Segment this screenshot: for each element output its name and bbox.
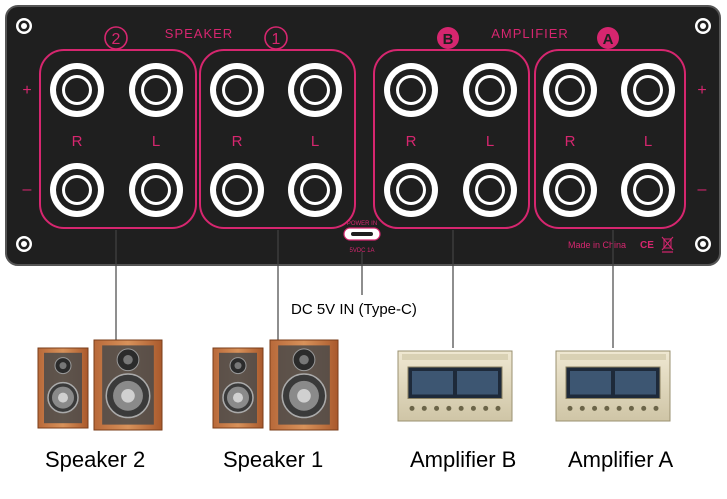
dc-input-label: DC 5V IN (Type-C) bbox=[291, 301, 417, 318]
speaker-2-left-negative-binding-post[interactable] bbox=[129, 163, 183, 217]
amplifier-b-right-positive-binding-post[interactable] bbox=[384, 63, 438, 117]
svg-text:B: B bbox=[443, 31, 454, 48]
amplifier-a-left-positive-binding-post[interactable] bbox=[621, 63, 675, 117]
speaker-1-left-cabinet bbox=[212, 347, 264, 429]
binding-posts bbox=[50, 63, 675, 217]
caption-amplifier-b: Amplifier B bbox=[410, 447, 517, 472]
group-outline-amplifier-b bbox=[373, 49, 530, 229]
minus-mark-left: – bbox=[23, 181, 32, 198]
caption-amplifier-a: Amplifier A bbox=[568, 447, 674, 472]
speaker-2-left-cabinet bbox=[37, 347, 89, 429]
plus-mark-left: + bbox=[22, 82, 31, 99]
group-outline-amplifier-a bbox=[534, 49, 686, 229]
caption-speaker-1: Speaker 1 bbox=[223, 447, 324, 472]
amplifier-b-unit bbox=[397, 350, 513, 422]
svg-text:2: 2 bbox=[112, 31, 121, 48]
speaker-1-left-positive-binding-post[interactable] bbox=[288, 63, 342, 117]
amplifier-title: AMPLIFIER bbox=[491, 26, 569, 41]
usb-c-port-slot bbox=[351, 232, 373, 236]
weee-bin-icon bbox=[661, 236, 674, 253]
left-channel-label: L bbox=[152, 133, 160, 150]
amplifier-b-right-negative-binding-post[interactable] bbox=[384, 163, 438, 217]
badge-b: B bbox=[437, 27, 459, 49]
power-in-label: POWER IN bbox=[347, 221, 377, 227]
amplifier-b-left-negative-binding-post[interactable] bbox=[463, 163, 517, 217]
left-channel-label: L bbox=[311, 133, 319, 150]
amplifier-a-left-negative-binding-post[interactable] bbox=[621, 163, 675, 217]
power-rating-label: 5VDC 1A bbox=[349, 248, 374, 254]
svg-text:1: 1 bbox=[272, 31, 281, 48]
badge-2: 2 bbox=[104, 26, 128, 50]
left-channel-label: L bbox=[486, 133, 494, 150]
speaker-title: SPEAKER bbox=[165, 26, 233, 41]
speaker-2-right-positive-binding-post[interactable] bbox=[50, 63, 104, 117]
svg-text:A: A bbox=[603, 31, 614, 48]
screw-bottom-left bbox=[16, 236, 32, 252]
screw-top-left bbox=[16, 18, 32, 34]
screw-top-right bbox=[695, 18, 711, 34]
ce-mark-icon: CE bbox=[640, 240, 654, 251]
right-channel-label: R bbox=[565, 133, 576, 150]
speaker-1-right-negative-binding-post[interactable] bbox=[210, 163, 264, 217]
speaker-1-left-negative-binding-post[interactable] bbox=[288, 163, 342, 217]
amplifier-b-left-positive-binding-post[interactable] bbox=[463, 63, 517, 117]
amplifier-a-right-positive-binding-post[interactable] bbox=[543, 63, 597, 117]
amplifier-a-unit bbox=[555, 350, 671, 422]
amplifier-a-right-negative-binding-post[interactable] bbox=[543, 163, 597, 217]
group-outline-speaker-2 bbox=[39, 49, 197, 229]
right-channel-label: R bbox=[232, 133, 243, 150]
badge-1: 1 bbox=[264, 26, 288, 50]
badge-a: A bbox=[597, 27, 619, 49]
right-channel-label: R bbox=[72, 133, 83, 150]
left-channel-label: L bbox=[644, 133, 652, 150]
speaker-2-right-negative-binding-post[interactable] bbox=[50, 163, 104, 217]
plus-mark-right: + bbox=[697, 82, 706, 99]
screw-bottom-right bbox=[695, 236, 711, 252]
speaker-2-right-cabinet bbox=[93, 339, 163, 431]
rear-panel bbox=[5, 5, 721, 266]
minus-mark-right: – bbox=[698, 181, 707, 198]
right-channel-label: R bbox=[406, 133, 417, 150]
group-outline-speaker-1 bbox=[199, 49, 356, 229]
devices bbox=[37, 339, 671, 431]
made-in-label: Made in China bbox=[568, 240, 626, 250]
speaker-2-left-positive-binding-post[interactable] bbox=[129, 63, 183, 117]
caption-speaker-2: Speaker 2 bbox=[45, 447, 146, 472]
speaker-1-right-cabinet bbox=[269, 339, 339, 431]
speaker-1-right-positive-binding-post[interactable] bbox=[210, 63, 264, 117]
